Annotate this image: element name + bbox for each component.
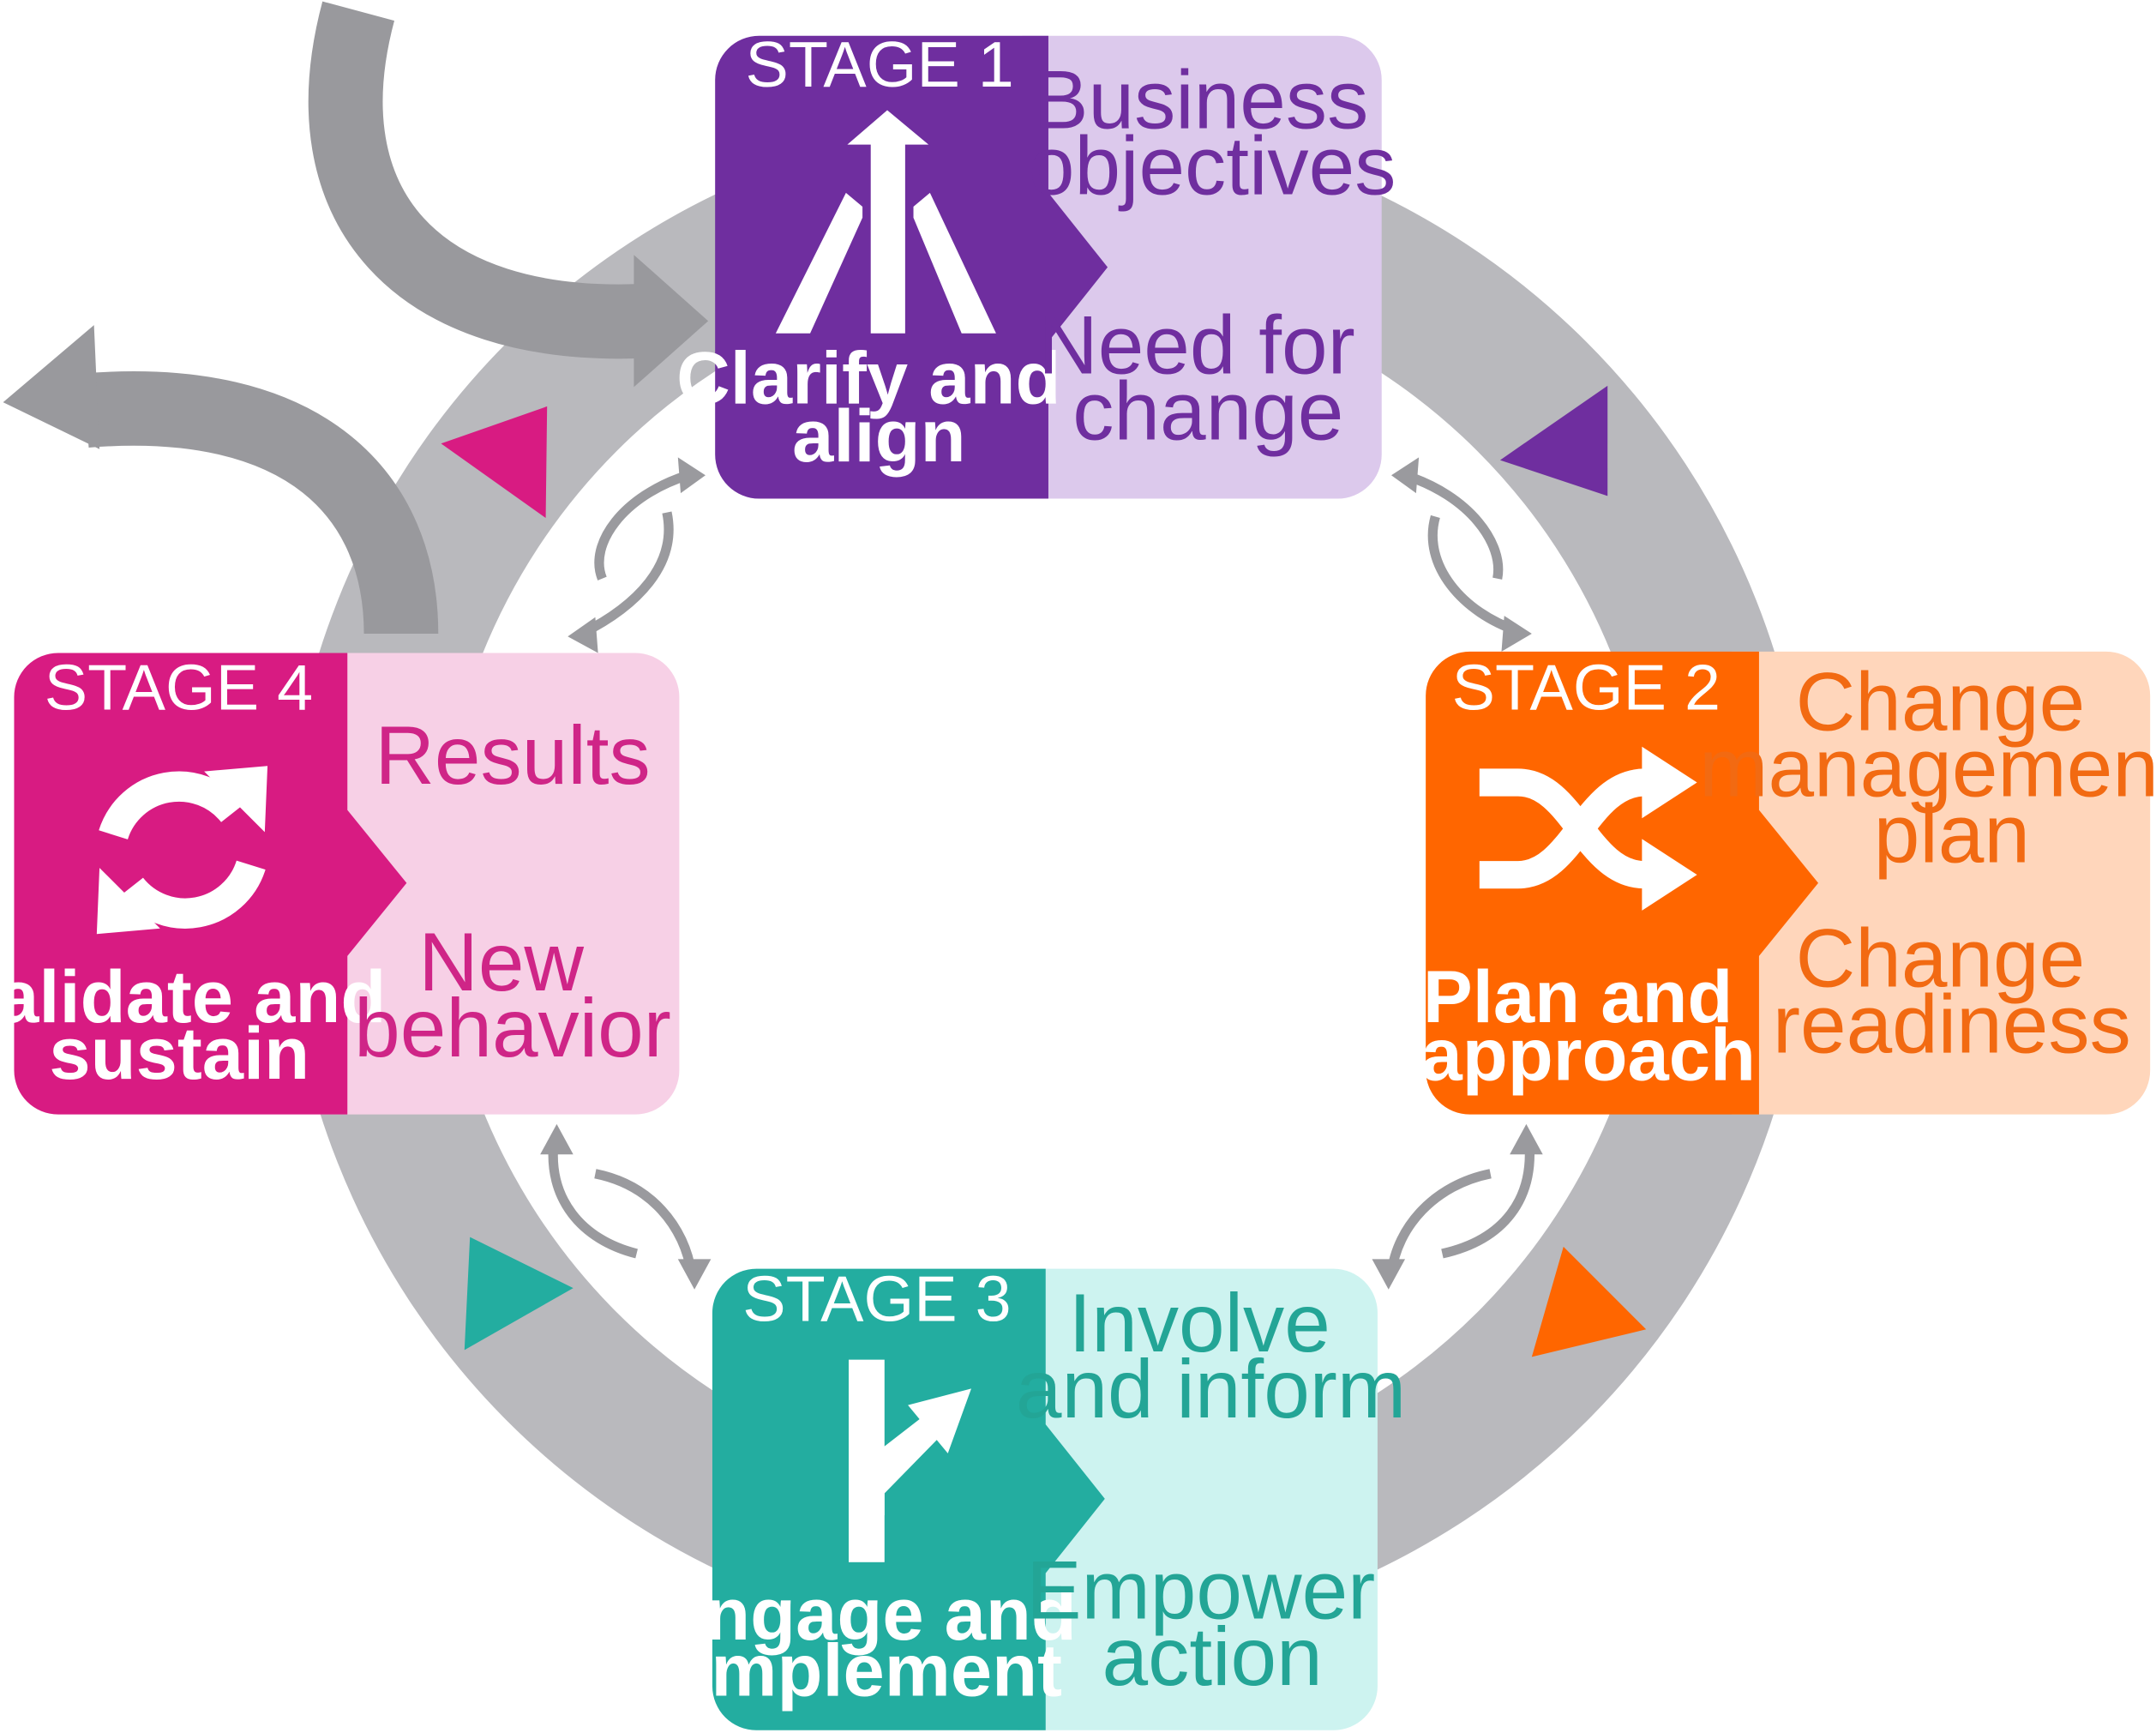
stage-3-detail-1-line-1: Involve [1068,1278,1330,1369]
two-way-connector-1-4 [568,457,706,653]
stage-2-detail-1-line-2: management [1699,723,2156,815]
stage-1-detail-1: Business objectives [1029,54,1396,212]
stage-3-title-line-2: implement [690,1629,1062,1712]
stage-2-detail-1-line-1: Change [1796,656,2086,748]
direction-triangle-stage1 [1499,385,1608,496]
stage-2-title-line-1: Plan and [1423,955,1733,1038]
stage-4-label: STAGE 4 [45,651,313,723]
stage-3-title-panel [712,1268,1105,1730]
branch-arrow-icon [849,1359,971,1562]
direction-triangle-stage3 [464,1237,574,1351]
outgoing-arrow [3,325,439,635]
stage-2-detail-panel [1731,651,2151,1115]
stage-3-title: Engage and implement [655,1573,1097,1712]
merge-arrows-icon [775,110,996,334]
stage-1-detail-2-line-1: Need for [1038,299,1355,391]
stage-4-title-line-2: sustain [49,1012,309,1095]
stage-4-title-panel [14,653,407,1115]
stage-4-detail-1: Results [375,710,650,802]
stage-2-detail-1-line-3: plan [1874,789,2030,881]
stage-1-title-line-1: Clarify and [676,337,1060,420]
stage-1-title: Clarify and align [676,337,1081,478]
stage-4-card: STAGE 4 Validate and sustain Results New… [0,651,680,1115]
shuffle-icon [1479,746,1697,911]
stage-3-detail-1-line-2: and inform [1016,1344,1406,1435]
stage-4-detail-2: New behavior [354,917,671,1074]
stage-2-detail-2-line-2: readiness [1773,978,2131,1070]
stage-3-detail-panel [1018,1268,1378,1730]
stage-3-card: STAGE 3 Engage and implement Involve and… [655,1263,1406,1730]
stage-3-title-line-1: Engage and [655,1573,1077,1656]
stage-1-detail-panel [1022,35,1382,499]
two-way-connector-4-3 [540,1123,712,1290]
stage-2-detail-1: Change management plan [1699,656,2156,880]
stage-1-title-line-2: align [792,394,965,478]
stage-4-detail-2-line-1: New [418,917,584,1008]
stage-1-label: STAGE 1 [746,28,1014,100]
stage-2-label: STAGE 2 [1452,651,1721,723]
stage-1-detail-2: Need for change [1038,299,1378,457]
refresh-cycle-icon [96,766,268,935]
stage-2-detail-2: Change readiness [1773,912,2131,1070]
stage-1-title-panel [715,35,1108,499]
stage-3-label: STAGE 3 [742,1263,1011,1335]
stage-3-detail-2-line-2: action [1102,1611,1323,1703]
stage-3-detail-2: Empower action [1026,1545,1398,1703]
stage-2-title-line-2: approach [1420,1014,1755,1097]
stage-4-title: Validate and sustain [0,955,406,1095]
stage-1-detail-1-line-1: Business [1033,54,1368,146]
stage-3-detail-1: Involve and inform [1016,1278,1406,1435]
incoming-arrow [308,1,709,388]
stage-4-detail-panel [320,653,680,1115]
two-way-connector-2-3 [1372,1123,1543,1290]
stage-2-title: Plan and approach [1420,955,1755,1096]
stage-1-card: STAGE 1 Clarify and align Business objec… [676,28,1396,499]
stage-4-detail-2-line-2: behavior [354,983,671,1074]
direction-triangle-stage2 [1531,1246,1647,1357]
stage-2-detail-2-line-1: Change [1796,912,2086,1004]
two-way-connector-1-2 [1390,457,1532,652]
stage-1-detail-1-line-2: objectives [1029,121,1396,213]
direction-triangle-stage4 [441,406,548,519]
stage-4-title-line-1: Validate and [0,955,386,1038]
stage-1-detail-2-line-2: change [1072,365,1343,457]
stage-4-detail-1-line-1: Results [375,710,650,802]
stage-2-card: STAGE 2 Plan and approach Change managem… [1420,651,2156,1115]
stage-3-detail-2-line-1: Empower [1026,1545,1375,1637]
